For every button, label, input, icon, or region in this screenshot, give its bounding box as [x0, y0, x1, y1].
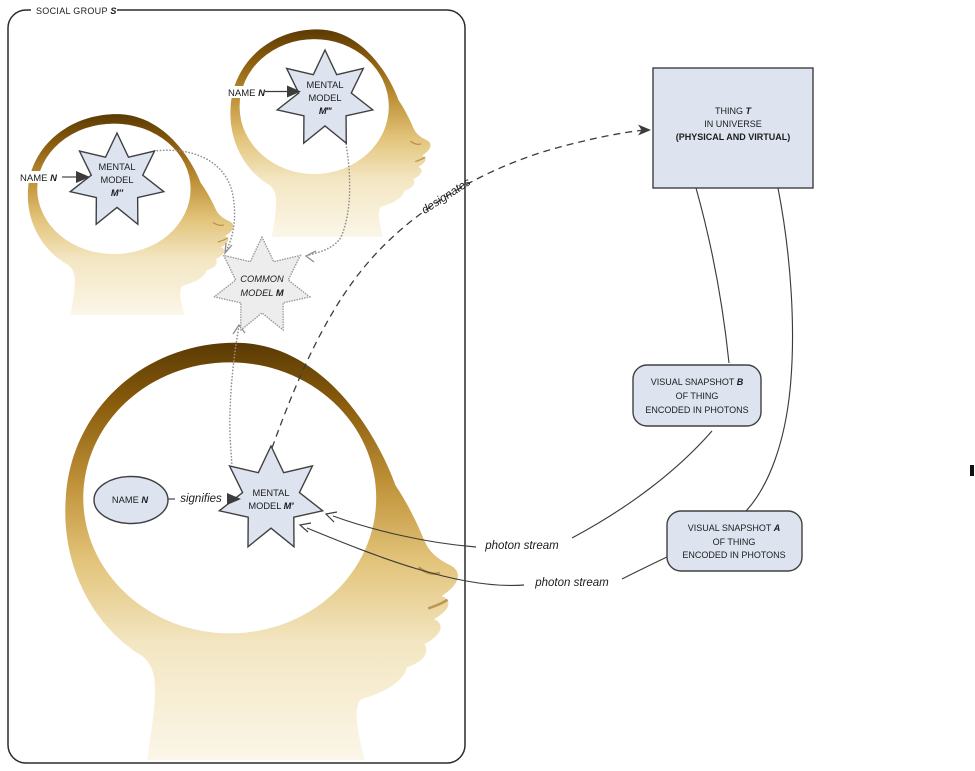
mtriple-line2: MODEL: [308, 93, 341, 103]
snapshot-a-line1: VISUAL SNAPSHOT A: [688, 523, 781, 533]
mdouble-symbol: M″: [111, 188, 124, 198]
frame-label-mask: [31, 4, 117, 16]
mtriple-line1: MENTAL: [306, 80, 343, 90]
thing-line1: THING T: [715, 106, 753, 116]
edge-photon-lower-to-star: [306, 527, 525, 587]
edge-snapshot-a-to-label: [621, 556, 668, 580]
mental-model-star-triple: MENTAL MODEL M‴: [277, 50, 373, 143]
snapshot-b-box: VISUAL SNAPSHOT B OF THING ENCODED IN PH…: [632, 364, 762, 427]
edge-thing-to-snapshot-b: [695, 187, 730, 364]
arrowhead-common-left-icon: [224, 242, 233, 255]
thing-line2: IN UNIVERSE: [704, 119, 762, 129]
edge-mdouble-to-common: [153, 149, 236, 252]
arrowhead-common-bottom-icon: [232, 323, 246, 335]
common-model-star: COMMON MODEL M: [214, 237, 310, 330]
name-label-left: NAME N: [17, 171, 90, 184]
mdouble-line2: MODEL: [100, 175, 133, 185]
mprime-line2: MODEL M′: [248, 501, 294, 511]
mdouble-line1: MENTAL: [98, 162, 135, 172]
edge-designates: [271, 129, 645, 449]
snapshot-a-line3: ENCODED IN PHOTONS: [682, 550, 785, 560]
photon-upper-arrowhead-icon: [324, 511, 338, 523]
name-top-arrowhead-icon: [287, 85, 301, 98]
signifies-edge: signifies: [168, 493, 241, 505]
name-label-top: NAME N: [225, 85, 301, 99]
name-main-text: NAME N: [112, 495, 148, 505]
snapshot-a-box: VISUAL SNAPSHOT A OF THING ENCODED IN PH…: [666, 510, 803, 572]
photon-stream-upper-label: photon stream: [484, 540, 559, 552]
thing-line3: (PHYSICAL AND VIRTUAL): [676, 132, 791, 142]
common-model-line1: COMMON: [240, 274, 284, 284]
mental-model-star-double: MENTAL MODEL M″: [70, 133, 164, 224]
name-ellipse-main: NAME N: [93, 475, 169, 525]
arrowhead-common-right-icon: [304, 250, 317, 263]
mtriple-symbol: M‴: [319, 106, 333, 116]
social-group-frame: [7, 9, 466, 764]
social-group-label: SOCIAL GROUP S: [36, 6, 117, 16]
snapshot-b-line3: ENCODED IN PHOTONS: [645, 405, 748, 415]
mental-model-star-prime: MENTAL MODEL M′: [219, 446, 322, 547]
designates-arrowhead-icon: [638, 124, 651, 136]
edge-thing-to-snapshot-a: [745, 187, 794, 512]
name-left-text: NAME N: [20, 173, 58, 184]
snapshot-b-line1: VISUAL SNAPSHOT B: [651, 377, 744, 387]
snapshot-b-line2: OF THING: [676, 391, 719, 401]
edge-mtriple-to-common: [308, 143, 351, 256]
observer-head-main: [63, 341, 460, 760]
edge-photon-upper-to-star: [332, 515, 477, 548]
photon-lower-arrowhead-icon: [298, 522, 312, 533]
signifies-arrowhead-icon: [227, 493, 241, 505]
mprime-line1: MENTAL: [252, 488, 289, 498]
common-model-line2: MODEL M: [240, 288, 283, 298]
thing-box: THING T IN UNIVERSE (PHYSICAL AND VIRTUA…: [652, 67, 814, 189]
snapshot-a-line2: OF THING: [713, 537, 756, 547]
edge-snapshot-b-to-label: [571, 430, 713, 539]
edge-tick-mark: [970, 465, 974, 476]
photon-stream-lower-label: photon stream: [534, 577, 609, 589]
name-left-arrowhead-icon: [76, 171, 90, 183]
name-top-text: NAME N: [228, 88, 266, 99]
signifies-label: signifies: [180, 493, 222, 505]
